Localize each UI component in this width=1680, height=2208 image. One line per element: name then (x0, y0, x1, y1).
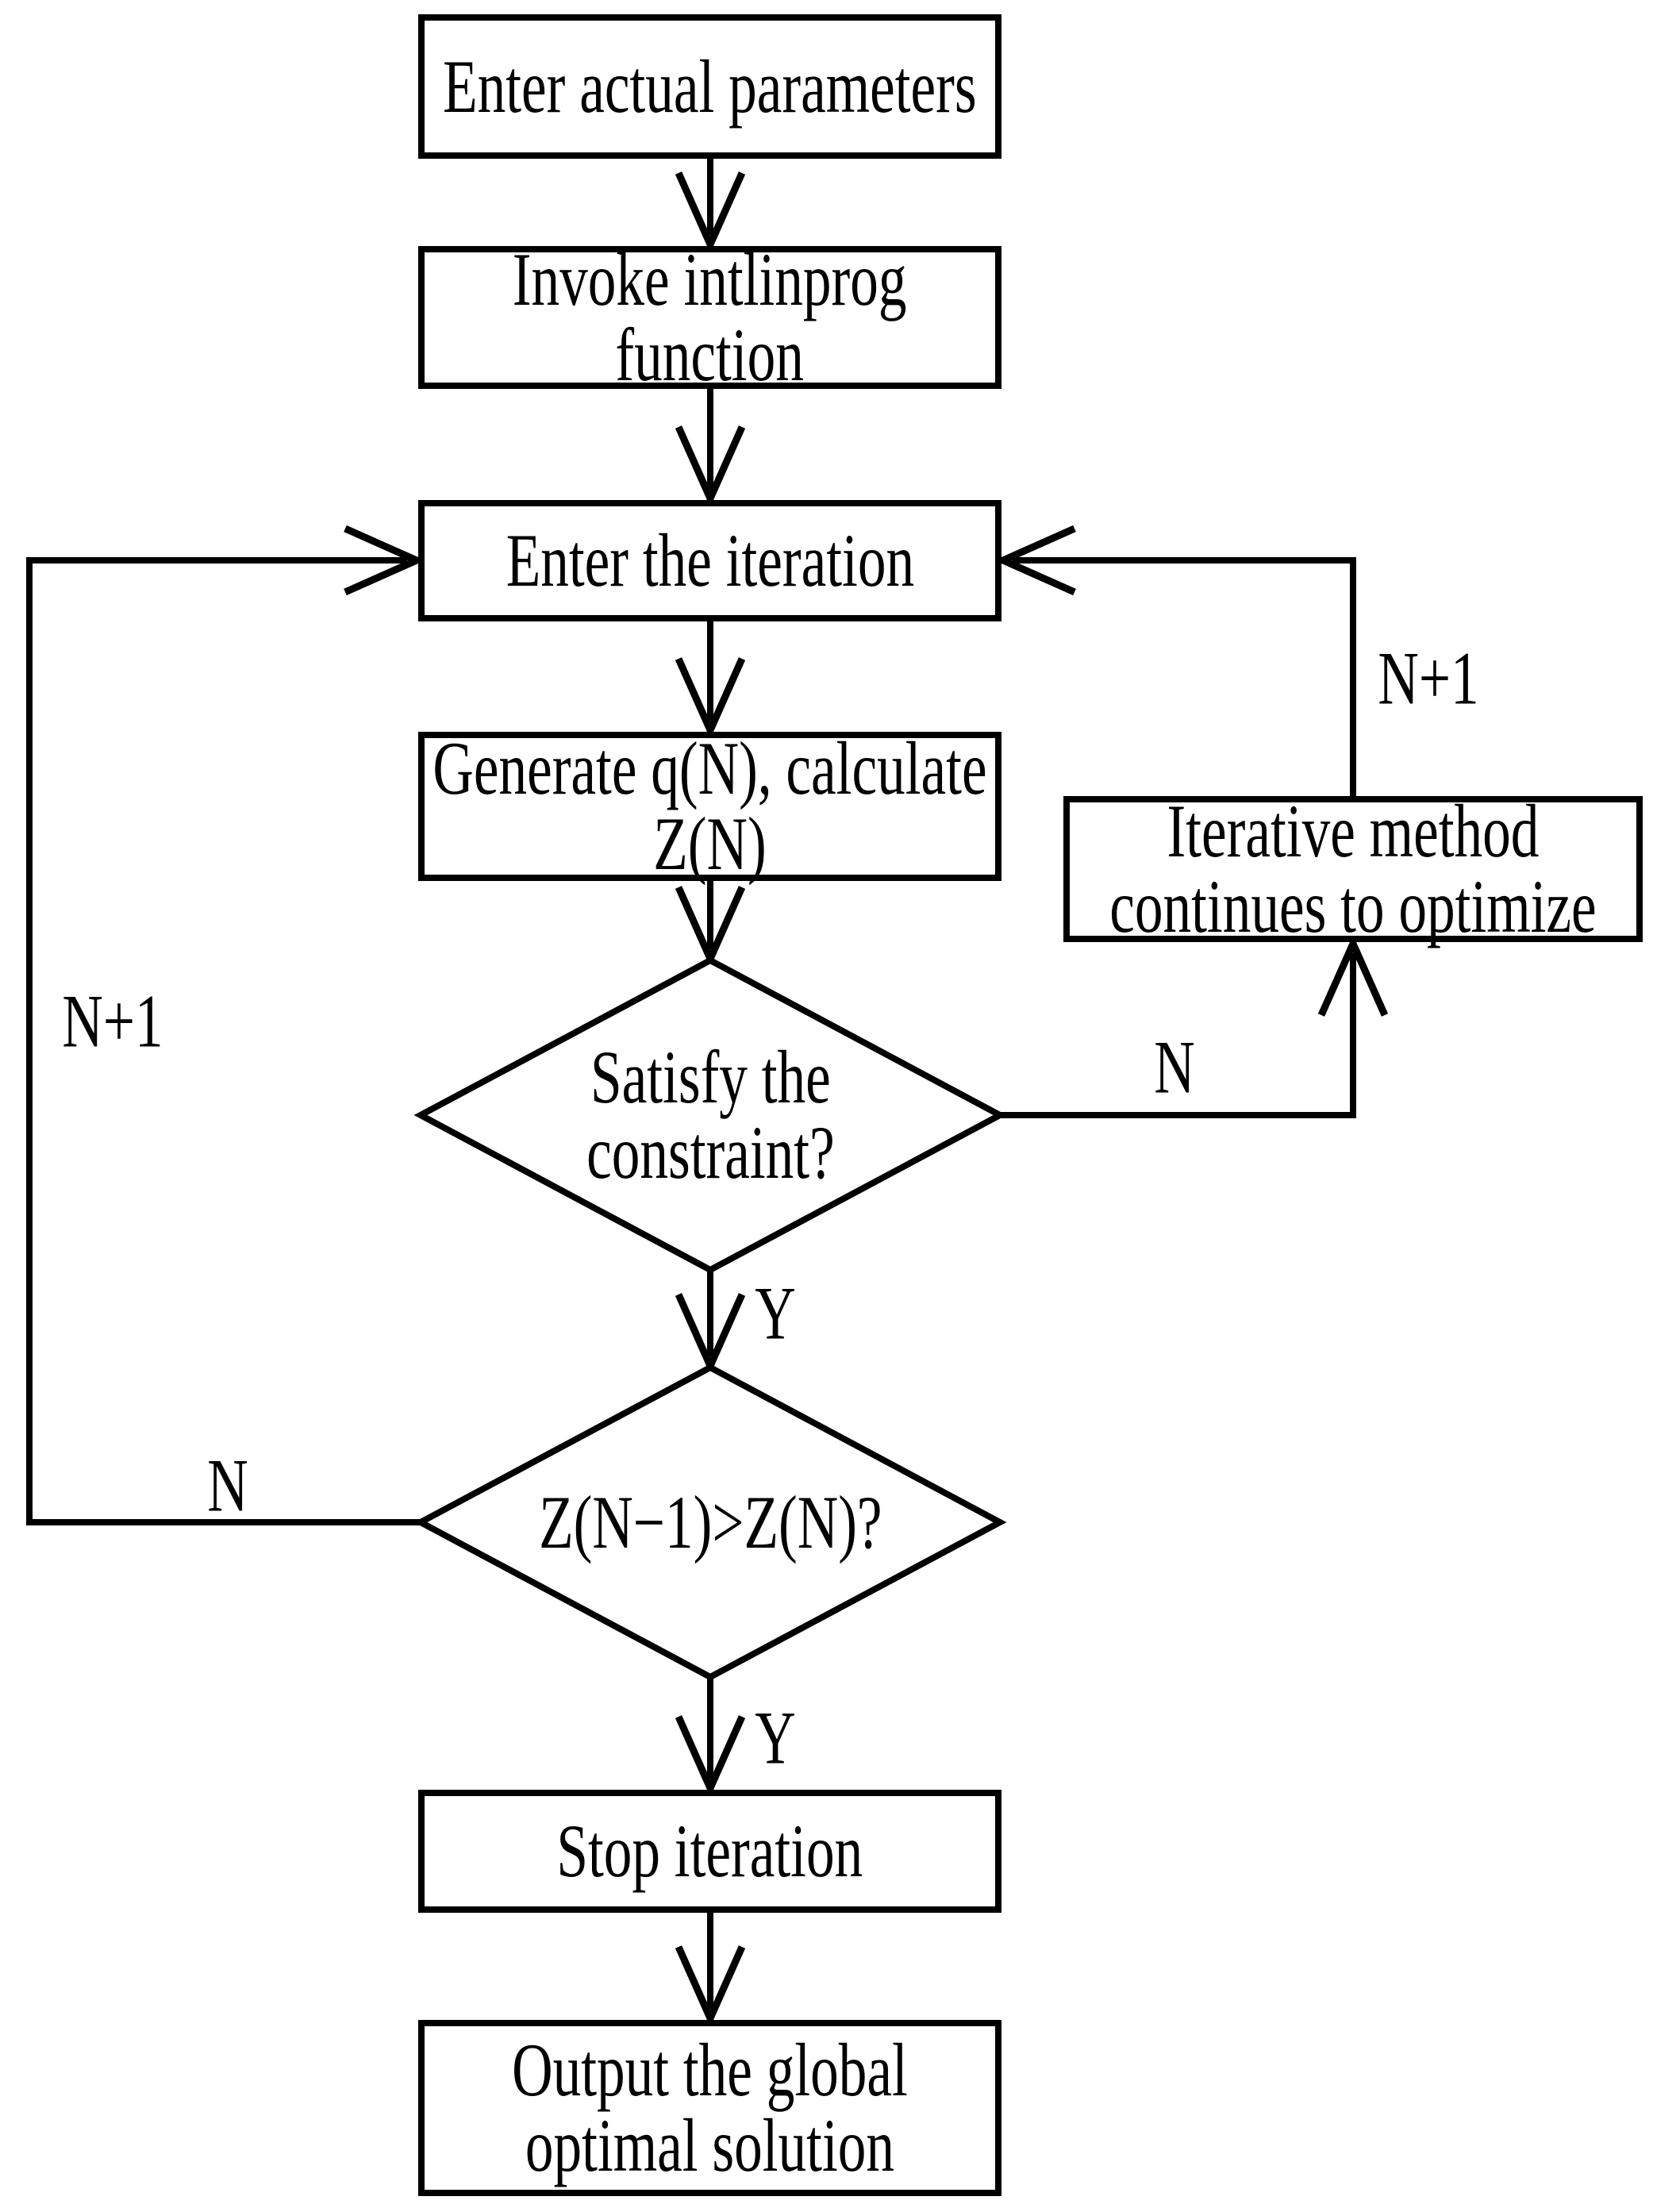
node-stop-iteration-label: Stop iteration (556, 1809, 863, 1893)
edge-label-satisfy-yes: Y (755, 1271, 796, 1356)
node-invoke-intlinprog: Invoke intlinprog function (418, 242, 1001, 393)
edge-label-compare-no: N (207, 1443, 248, 1528)
node-enter-the-iteration: Enter the iteration (418, 500, 1001, 621)
edge-label-left-n-plus-1: N+1 (62, 979, 163, 1064)
node-enter-actual-parameters: Enter actual parameters (418, 14, 1001, 159)
edge-label-satisfy-no: N (1154, 1025, 1195, 1110)
node-stop-iteration: Stop iteration (418, 1790, 1001, 1913)
node-enter-the-iteration-label: Enter the iteration (506, 518, 914, 602)
edge-label-right-n-plus-1: N+1 (1378, 636, 1479, 721)
edge-label-compare-yes: Y (755, 1695, 796, 1780)
connector-compare-no-loop (26, 525, 426, 1525)
node-iterative-method-continues-label: Iterative method continues to optimize (1109, 789, 1597, 948)
connector-iterative-to-iteration (994, 525, 1356, 796)
node-enter-actual-parameters-label: Enter actual parameters (443, 44, 977, 129)
node-iterative-method-continues: Iterative method continues to optimize (1063, 789, 1643, 948)
decision-compare-z: Z(N−1)>Z(N)? (456, 1403, 964, 1641)
node-generate-q-calculate-z: Generate q(N), calculate Z(N) (418, 726, 1001, 886)
decision-compare-z-label: Z(N−1)>Z(N)? (538, 1479, 882, 1564)
decision-satisfy-constraint: Satisfy the constraint? (456, 996, 964, 1234)
node-output-global-optimal-solution-label: Output the global optimal solution (512, 2028, 908, 2187)
node-generate-q-calculate-z-label: Generate q(N), calculate Z(N) (432, 726, 987, 886)
decision-compare-z-shape (413, 1364, 1007, 1681)
connector-satisfy-no-to-iterative (1000, 934, 1389, 1118)
node-output-global-optimal-solution: Output the global optimal solution (418, 2020, 1001, 2196)
node-invoke-intlinprog-label: Invoke intlinprog function (513, 237, 907, 397)
decision-satisfy-constraint-shape (413, 956, 1007, 1274)
decision-satisfy-constraint-label: Satisfy the constraint? (586, 1035, 835, 1194)
